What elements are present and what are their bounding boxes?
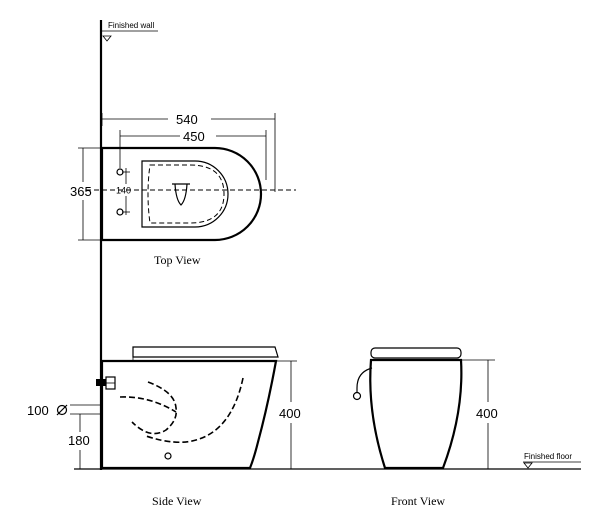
water-inlet-fitting	[96, 376, 116, 390]
front-view-label: Front View	[391, 494, 445, 508]
side-view: 400 100 180 Side View	[27, 346, 301, 508]
finished-floor-reference: Finished floor	[74, 452, 581, 470]
bowl-dashed-outline	[147, 164, 225, 224]
finished-wall-reference: Finished wall	[99, 20, 158, 470]
diameter-symbol	[56, 404, 68, 416]
side-view-lid	[132, 346, 279, 358]
drain-symbol	[172, 183, 190, 206]
dim-front-height: 400	[476, 406, 498, 421]
dim-bolt-spacing: 140	[116, 186, 131, 196]
dim-overall-length: 540	[176, 112, 198, 127]
top-view-outline	[100, 146, 263, 242]
front-view-lid	[370, 347, 462, 359]
side-drain-hole	[164, 452, 172, 460]
seat-opening	[141, 160, 229, 228]
front-view-body	[369, 358, 463, 470]
dim-width: 365	[70, 184, 92, 199]
front-view: 400 Front View	[352, 347, 498, 508]
top-view: 140 540 450 365 Top View	[70, 112, 296, 267]
side-view-label: Side View	[152, 494, 202, 508]
top-view-label: Top View	[154, 253, 201, 267]
dim-inlet-diameter: 100	[27, 403, 49, 418]
dim-bowl-length: 450	[183, 129, 205, 144]
trapway-dashed	[131, 381, 178, 435]
dim-side-height: 400	[279, 406, 301, 421]
dim-inlet-height: 180	[68, 433, 90, 448]
finished-floor-label: Finished floor	[524, 452, 572, 461]
front-view-hose	[356, 367, 373, 393]
finished-wall-label: Finished wall	[108, 21, 154, 30]
side-view-body	[100, 359, 278, 470]
